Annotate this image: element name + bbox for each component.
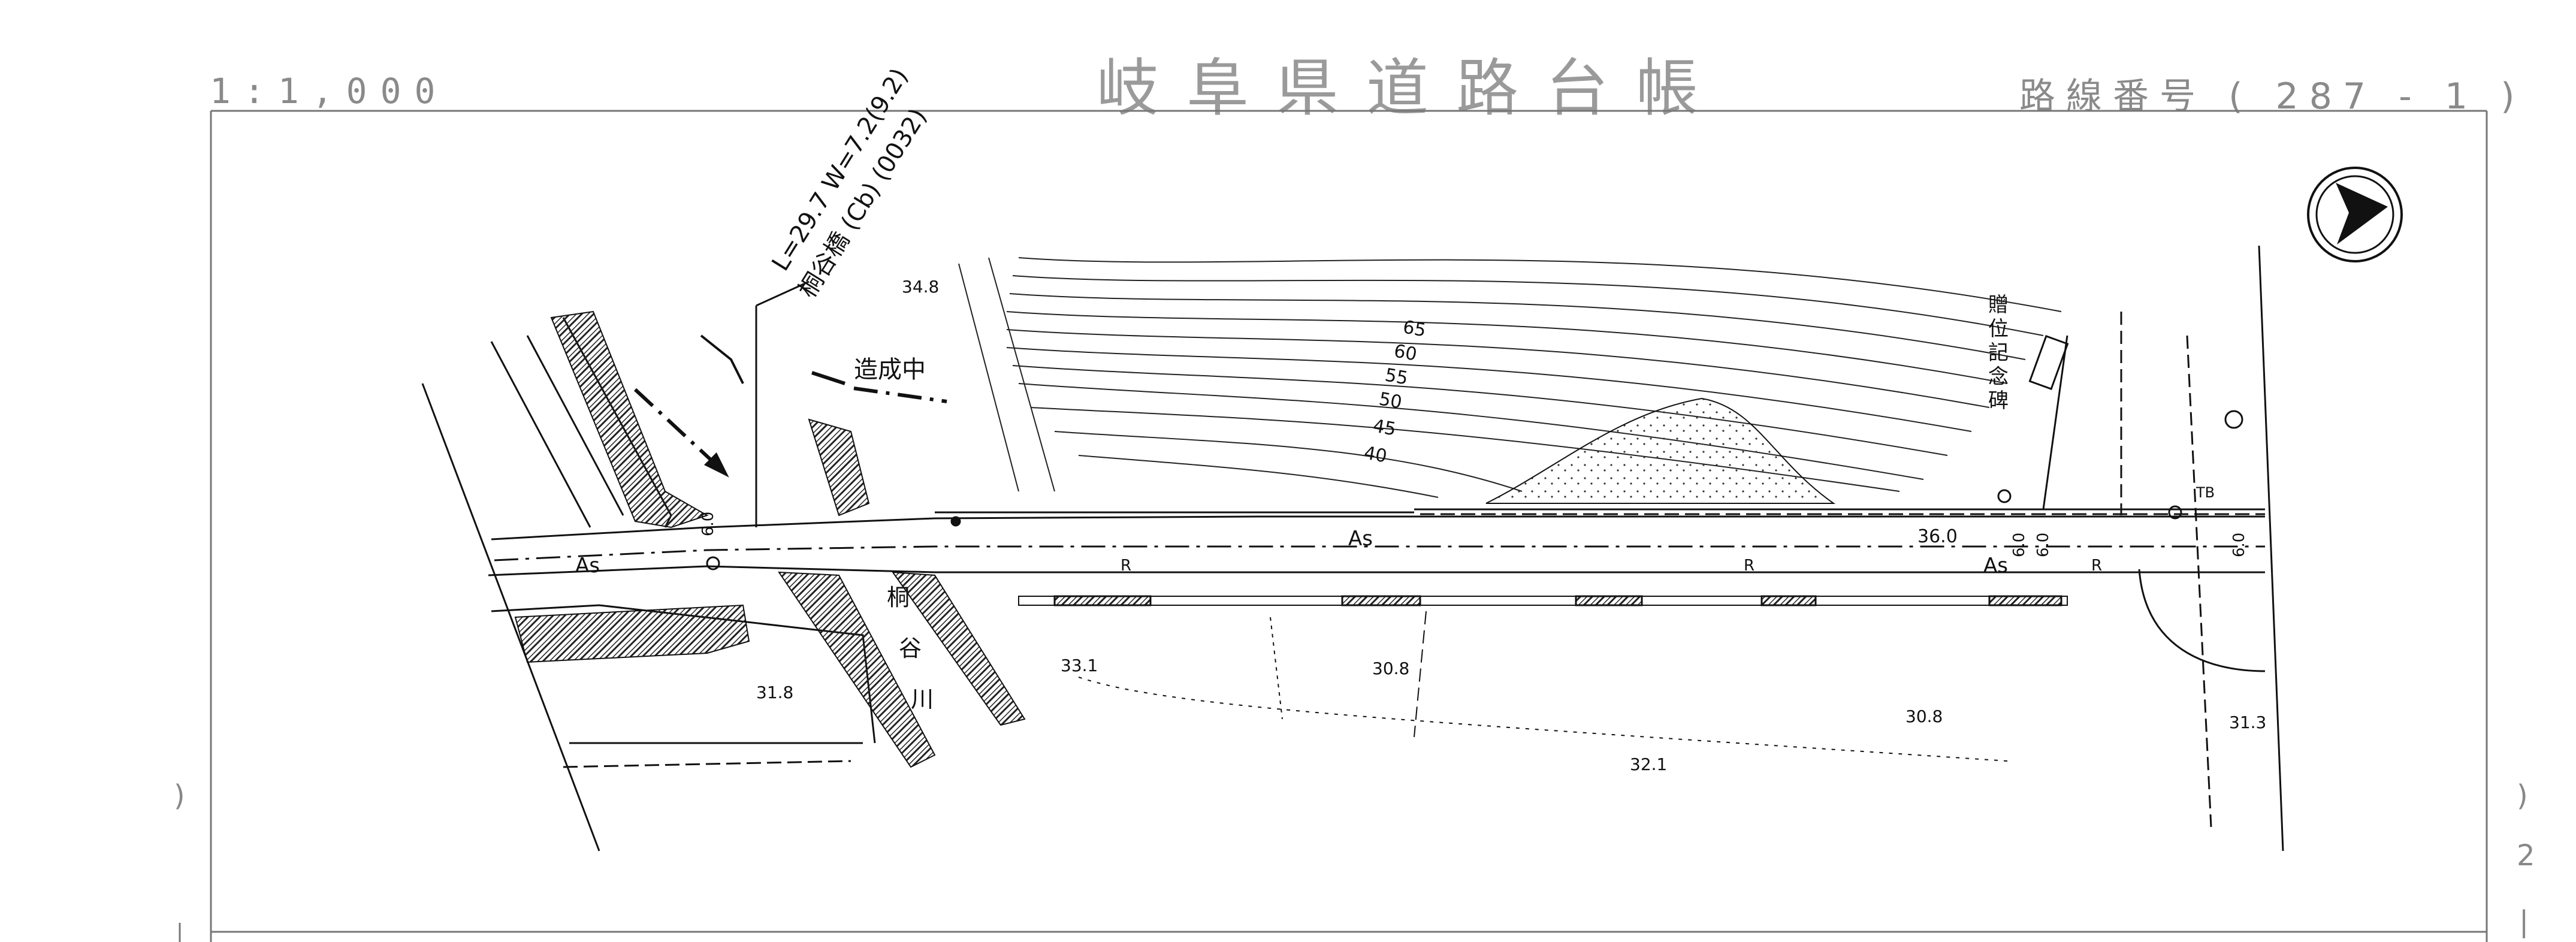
spot-height: 31.8 <box>756 683 793 702</box>
left-hatched-embankment <box>550 310 709 529</box>
contour-label: 50 <box>1378 388 1404 413</box>
page-number: 2 <box>2517 839 2535 872</box>
contour-label: 55 <box>1384 364 1410 389</box>
spot-height: 31.3 <box>2229 712 2266 732</box>
road-surface-label: As <box>575 554 600 578</box>
monument-label: 贈 位 記 念 碑 <box>1988 293 2009 413</box>
main-road <box>488 508 2265 606</box>
map-frame <box>210 110 2488 942</box>
contour-label: 45 <box>1372 415 1398 440</box>
road-surface-label: As <box>1348 527 1373 551</box>
reserve-mark: R <box>1744 557 1754 575</box>
map-scale: 1:1,000 <box>210 71 449 111</box>
right-margin-mark: ) <box>2517 779 2528 813</box>
spot-height: 30.8 <box>1905 707 1943 726</box>
svg-text:記: 記 <box>1988 341 2009 365</box>
spot-height: 30.8 <box>1372 659 1409 678</box>
svg-text:贈: 贈 <box>1988 293 2009 317</box>
left-margin-mark: ) <box>174 779 185 813</box>
map-symbols <box>706 410 2243 570</box>
width-mark: 6.0 <box>2230 533 2248 557</box>
width-mark: 6.0 <box>2010 533 2028 557</box>
spot-height: 36.0 <box>1917 526 1958 547</box>
monument-symbol <box>2028 334 2069 391</box>
map-title: 岐阜県道路台帳 <box>1097 52 1726 125</box>
lower-left-hatched-embankment <box>514 604 750 663</box>
contour-label: 65 <box>1402 316 1428 341</box>
svg-text:桐: 桐 <box>887 584 910 611</box>
tb-mark: TB <box>2196 484 2215 501</box>
construction-line <box>811 371 947 403</box>
north-arrow-icon <box>2307 167 2403 262</box>
svg-text:川: 川 <box>911 686 934 712</box>
contour-label: 40 <box>1363 442 1389 467</box>
svg-text:碑: 碑 <box>1988 389 2009 413</box>
flow-arrow <box>633 388 729 478</box>
svg-text:谷: 谷 <box>899 635 922 662</box>
stockpile-mound <box>1485 397 1836 504</box>
under-construction-label: 造成中 <box>854 356 926 384</box>
width-mark: 6.0 <box>699 512 717 536</box>
spot-height: 34.8 <box>902 277 939 297</box>
road-surface-label: As <box>1983 554 2008 578</box>
reserve-mark: R <box>2091 557 2102 575</box>
contour-label: 60 <box>1393 340 1419 365</box>
parcel-lines <box>1078 611 2008 762</box>
width-mark: 6.0 <box>2034 533 2052 557</box>
spot-height: 33.1 <box>1061 656 1098 675</box>
bridge-leader <box>755 280 810 527</box>
river-name: 桐 谷 川 <box>887 584 934 712</box>
contour-lines <box>958 257 2062 498</box>
svg-text:念: 念 <box>1988 365 2009 389</box>
spot-height: 32.1 <box>1630 754 1667 774</box>
reserve-mark: R <box>1121 557 1131 575</box>
right-street <box>2042 245 2284 852</box>
river-channel <box>700 334 1026 768</box>
svg-text:位: 位 <box>1988 317 2009 341</box>
right-bottom-mark: | <box>2519 905 2529 938</box>
